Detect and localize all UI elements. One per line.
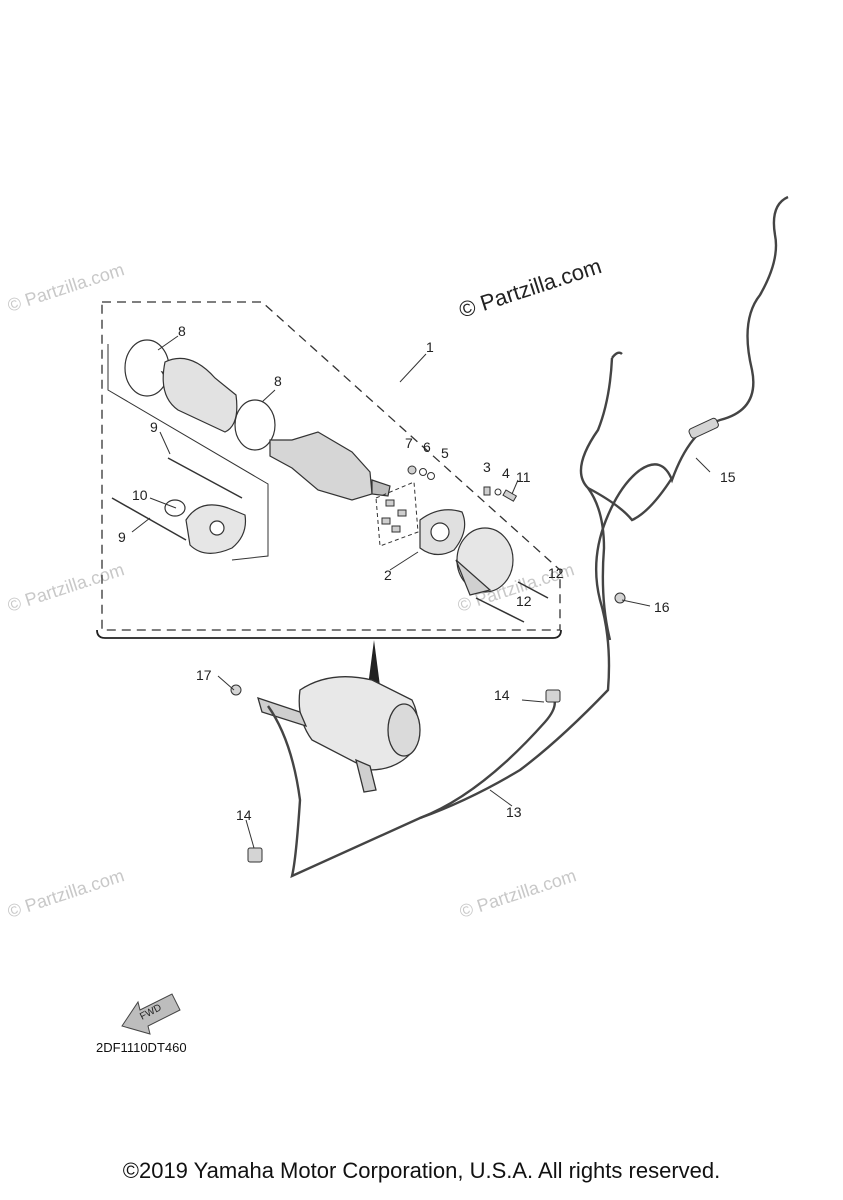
callout-5: 5 [441, 445, 449, 461]
callout-9b: 9 [118, 529, 126, 545]
callout-12b: 12 [516, 593, 532, 609]
callout-14a: 14 [494, 687, 510, 703]
starter-motor [257, 676, 421, 793]
callout-14b: 14 [236, 807, 252, 823]
callouts: 1 2 3 4 5 6 7 8 8 9 9 10 11 12 12 13 14 … [118, 323, 736, 823]
callout-17: 17 [196, 667, 212, 683]
watermark-main: © Partzilla.com [456, 253, 605, 323]
motor-armature [269, 431, 391, 501]
callout-10: 10 [132, 487, 148, 503]
callout-3: 3 [483, 459, 491, 475]
callout-8a: 8 [178, 323, 186, 339]
callout-6: 6 [423, 439, 431, 455]
drawing-code: 2DF1110DT460 [96, 1040, 187, 1055]
battery-cables [267, 195, 789, 879]
frame-lines [107, 344, 269, 561]
callout-7: 7 [405, 435, 413, 451]
brush-plate [419, 509, 466, 556]
callout-12a: 12 [548, 565, 564, 581]
copyright-notice: ©2019 Yamaha Motor Corporation, U.S.A. A… [122, 1158, 721, 1183]
watermark-low-left: © Partzilla.com [5, 865, 127, 922]
harness-clips [230, 417, 719, 863]
callout-13: 13 [506, 804, 522, 820]
callout-15: 15 [720, 469, 736, 485]
motor-housing [124, 339, 276, 451]
watermark-top-left: © Partzilla.com [5, 259, 127, 316]
leader-lines [131, 335, 711, 849]
callout-1: 1 [426, 339, 434, 355]
watermark-low-right: © Partzilla.com [457, 865, 579, 922]
assembly-boundary [101, 301, 561, 631]
callout-11: 11 [516, 469, 531, 485]
callout-16: 16 [654, 599, 670, 615]
callout-9a: 9 [150, 419, 158, 435]
callout-8b: 8 [274, 373, 282, 389]
watermark-mid-left: © Partzilla.com [5, 559, 127, 616]
callout-4: 4 [502, 465, 510, 481]
fwd-arrow: FWD [121, 993, 181, 1035]
assembly-bracket [96, 629, 562, 639]
end-cover [455, 527, 514, 596]
assembly-pointer [368, 640, 380, 686]
brush-hardware [375, 465, 518, 547]
front-bracket [164, 499, 247, 554]
callout-2: 2 [384, 567, 392, 583]
